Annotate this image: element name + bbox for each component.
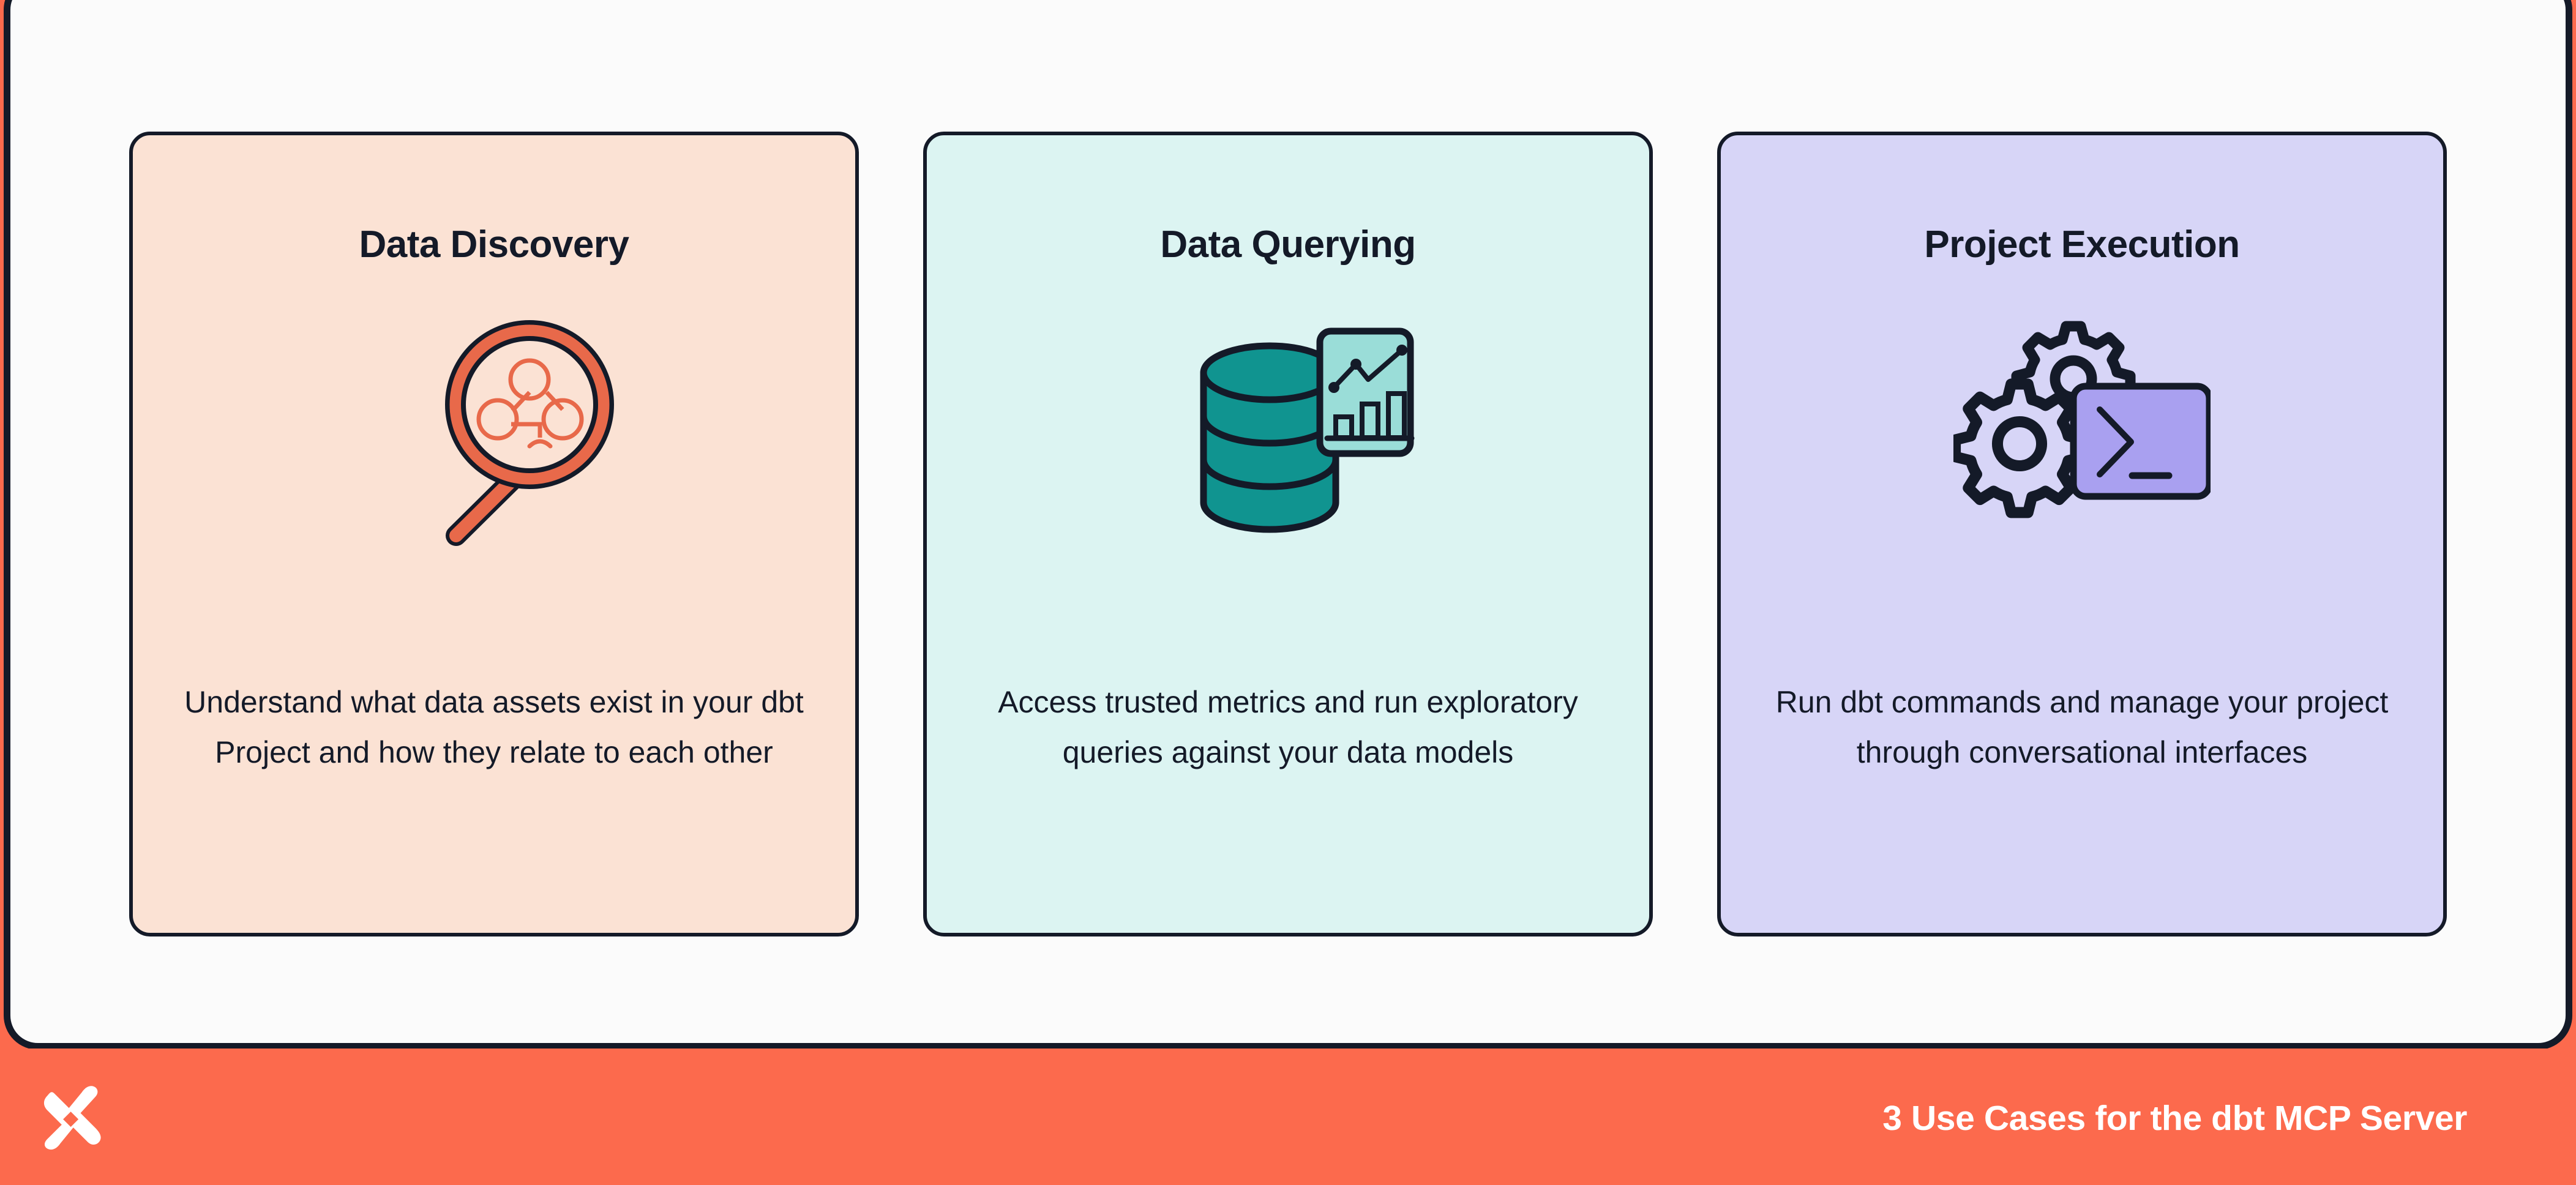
database-chart-icon	[927, 302, 1649, 583]
footer-bar: 3 Use Cases for the dbt MCP Server	[0, 1049, 2576, 1185]
card-description: Access trusted metrics and run explorato…	[998, 685, 1578, 769]
use-case-card-row: Data Discovery	[10, 0, 2566, 1043]
gears-terminal-icon	[1721, 302, 2443, 583]
content-panel: Data Discovery	[4, 0, 2572, 1050]
use-case-card-project-execution[interactable]: Project Execution	[1717, 132, 2447, 936]
magnifying-glass-network-icon	[133, 302, 855, 583]
card-title: Data Querying	[1160, 223, 1416, 266]
footer-caption: 3 Use Cases for the dbt MCP Server	[1882, 1098, 2467, 1138]
use-case-card-data-discovery[interactable]: Data Discovery	[129, 132, 859, 936]
card-description: Run dbt commands and manage your project…	[1775, 685, 2389, 769]
dbt-logo-icon	[43, 1085, 101, 1149]
use-case-card-data-querying[interactable]: Data Querying	[923, 132, 1653, 936]
card-title: Data Discovery	[359, 223, 629, 266]
card-description: Understand what data assets exist in you…	[184, 685, 804, 769]
card-title: Project Execution	[1924, 223, 2240, 266]
